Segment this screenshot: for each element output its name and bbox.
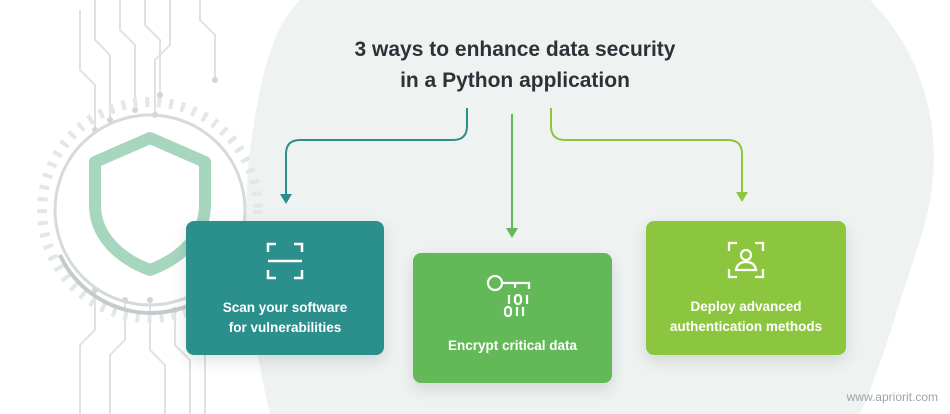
card-label: Scan your software for vulnerabilities <box>223 298 348 338</box>
scan-frame-icon <box>266 242 304 280</box>
card-label-line-2: authentication methods <box>669 319 823 334</box>
card-label-line-1: Scan your software <box>222 300 348 315</box>
circuit-board-decoration <box>79 0 216 414</box>
shield-icon <box>89 132 211 276</box>
watermark: www.apriorit.com <box>846 390 938 404</box>
card-label: Encrypt critical data <box>448 336 577 356</box>
card-label: Deploy advanced authentication methods <box>670 297 822 337</box>
title-line-2: in a Python application <box>400 69 630 92</box>
card-scan-software: Scan your software for vulnerabilities <box>186 221 384 355</box>
title-line-1: 3 ways to enhance data security <box>354 38 676 61</box>
key-binary-icon <box>486 274 530 317</box>
card-label-line-2: for vulnerabilities <box>228 320 342 335</box>
card-authentication: Deploy advanced authentication methods <box>646 221 846 355</box>
user-face-scan-icon <box>727 241 765 279</box>
card-encrypt-data: Encrypt critical data <box>413 253 612 383</box>
card-label-line-1: Encrypt critical data <box>447 338 578 353</box>
diagram-title: 3 ways to enhance data security in a Pyt… <box>300 34 730 96</box>
card-label-line-1: Deploy advanced <box>690 299 802 314</box>
